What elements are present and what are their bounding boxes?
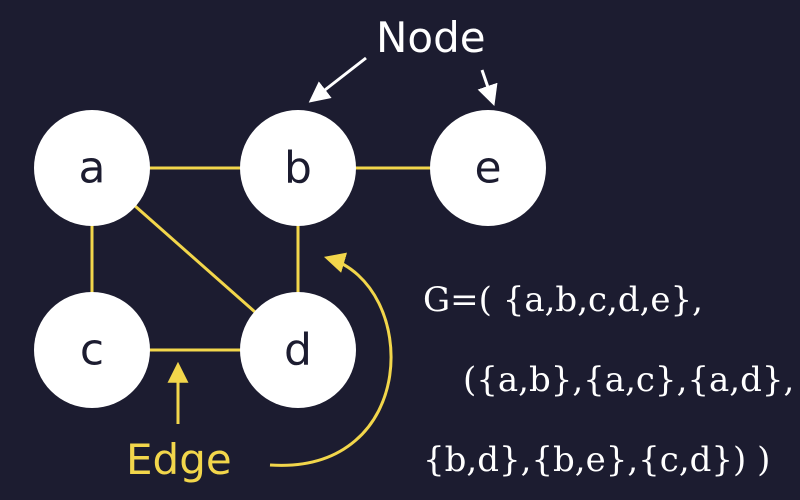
node-circle-b — [240, 110, 356, 226]
node-label-c: c — [80, 325, 104, 376]
node-circle-c — [34, 292, 150, 408]
node-annotation-arrow-b — [308, 56, 367, 103]
definition-line-3: {b,d},{b,e},{c,d}) ) — [423, 440, 770, 480]
node-d: d — [240, 292, 356, 408]
nodes-group: a b c d e — [34, 110, 546, 408]
definition-line-2: ({a,b},{a,c},{a,d}, — [463, 360, 794, 400]
edge-annotation-arrow-bd — [269, 252, 393, 467]
node-label-a: a — [79, 143, 106, 194]
node-label-b: b — [284, 143, 312, 194]
node-annotation-label: Node — [376, 13, 486, 62]
node-a: a — [34, 110, 150, 226]
node-circle-d — [240, 292, 356, 408]
node-b: b — [240, 110, 356, 226]
node-annotation-arrow-e — [477, 69, 498, 106]
node-c: c — [34, 292, 150, 408]
node-circle-a — [34, 110, 150, 226]
definition-line-1: G=( {a,b,c,d,e}, — [423, 280, 703, 320]
node-e: e — [430, 110, 546, 226]
edge-annotation-label: Edge — [126, 435, 232, 484]
node-label-e: e — [474, 143, 501, 194]
node-circle-e — [430, 110, 546, 226]
node-label-d: d — [284, 325, 312, 376]
